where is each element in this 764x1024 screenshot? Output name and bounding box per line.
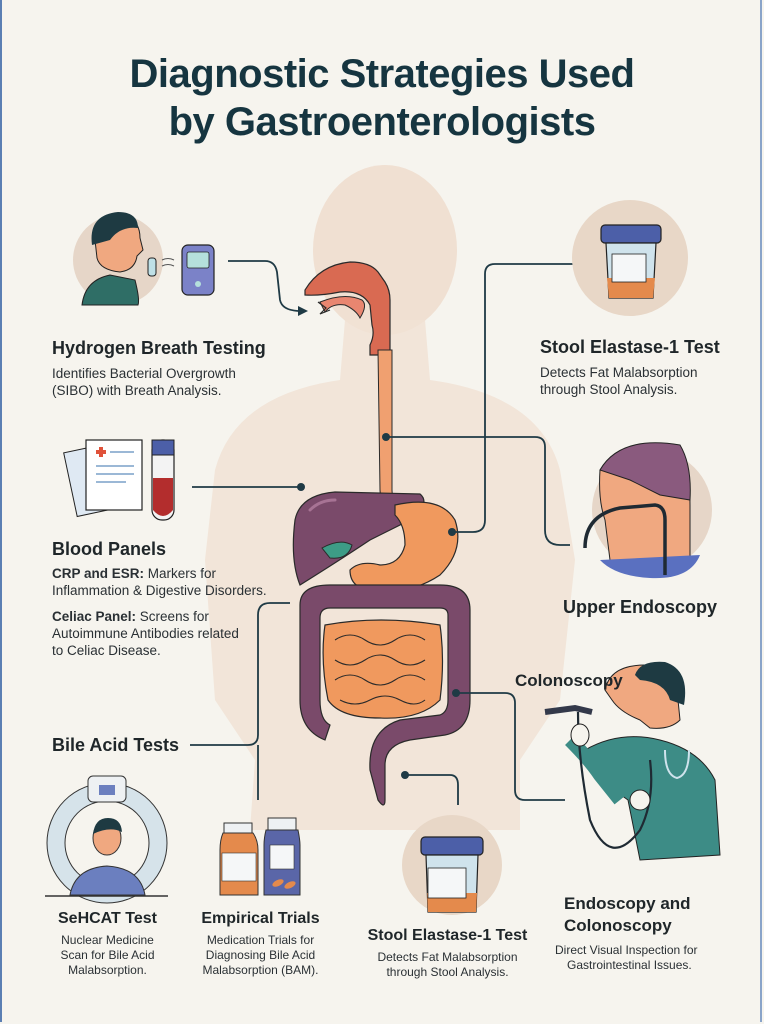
stool-top-heading: Stool Elastase-1 Test: [540, 337, 720, 357]
person-breath-analyzer-icon: [73, 212, 215, 306]
digestive-organs: [292, 491, 471, 806]
page-title: Diagnostic Strategies Used by Gastroente…: [0, 50, 764, 146]
stool-bottom-heading: Stool Elastase-1 Test: [367, 927, 528, 944]
hydrogen-heading: Hydrogen Breath Testing: [52, 338, 266, 358]
empirical-desc-1: Medication Trials for: [206, 933, 315, 947]
sehcat-section: SeHCAT Test Nuclear Medicine Scan for Bi…: [40, 908, 175, 978]
title-line-2: by Gastroenterologists: [168, 100, 596, 144]
celiac-desc-3: to Celiac Disease.: [52, 643, 161, 658]
endoscope-head-profile-icon: [583, 442, 712, 579]
blood-panels-section: Blood Panels CRP and ESR: Markers for In…: [52, 538, 292, 659]
endo-colono-desc-2: Gastrointestinal Issues.: [567, 958, 692, 972]
stool-bottom-desc-1: Detects Fat Malabsorption: [377, 950, 518, 964]
title-line-1: Diagnostic Strategies Used: [129, 52, 635, 96]
upper-endoscopy-heading: Upper Endoscopy: [563, 597, 718, 617]
pharynx-illustration: [304, 261, 402, 511]
sehcat-heading: SeHCAT Test: [58, 910, 157, 927]
endoscopy-colonoscopy-section: Endoscopy and Colonoscopy Direct Visual …: [555, 893, 755, 973]
sehcat-desc-2: Scan for Bile Acid: [60, 948, 155, 962]
empirical-desc-2: Diagnosing Bile Acid: [205, 948, 316, 962]
hydrogen-desc-2: (SIBO) with Breath Analysis.: [52, 383, 222, 398]
doctor-colonoscope-icon: [544, 661, 721, 861]
stool-top-desc-1: Detects Fat Malabsorption: [540, 365, 698, 380]
endo-colono-heading-1: Endoscopy and: [564, 894, 691, 913]
connector-dots: [297, 306, 460, 779]
specimen-cup-icon-top: [572, 200, 688, 316]
lab-report-blood-tube-icon: [63, 439, 175, 521]
crp-desc-2: Inflammation & Digestive Disorders.: [52, 583, 267, 598]
stool-top-desc-2: through Stool Analysis.: [540, 382, 678, 397]
specimen-cup-icon-bottom: [402, 815, 502, 915]
stool-bottom-section: Stool Elastase-1 Test Detects Fat Malabs…: [355, 925, 540, 980]
sehcat-desc-3: Malabsorption.: [68, 963, 147, 977]
endo-colono-heading-2: Colonoscopy: [564, 916, 672, 935]
empirical-desc-3: Malabsorption (BAM).: [202, 963, 319, 977]
bile-acid-heading: Bile Acid Tests: [52, 735, 180, 755]
hydrogen-breath-section: Hydrogen Breath Testing Identifies Bacte…: [52, 337, 266, 399]
sehcat-desc-1: Nuclear Medicine: [61, 933, 154, 947]
scanner-patient-icon: [45, 775, 168, 904]
crp-desc: CRP and ESR: Markers for: [52, 566, 217, 581]
medication-bottles-icon: [219, 817, 301, 896]
stool-top-section: Stool Elastase-1 Test Detects Fat Malabs…: [540, 336, 720, 398]
stool-bottom-desc-2: through Stool Analysis.: [386, 965, 509, 979]
empirical-trials-section: Empirical Trials Medication Trials for D…: [188, 908, 333, 978]
hydrogen-desc-1: Identifies Bacterial Overgrowth: [52, 366, 236, 381]
connector-lines: [190, 260, 580, 805]
empirical-heading: Empirical Trials: [201, 910, 320, 927]
colonoscopy-heading: Colonoscopy: [515, 671, 623, 690]
celiac-desc: Celiac Panel: Screens for: [52, 609, 209, 624]
celiac-desc-2: Autoimmune Antibodies related: [52, 626, 239, 641]
blood-heading: Blood Panels: [52, 539, 167, 559]
endo-colono-desc-1: Direct Visual Inspection for: [555, 943, 698, 957]
